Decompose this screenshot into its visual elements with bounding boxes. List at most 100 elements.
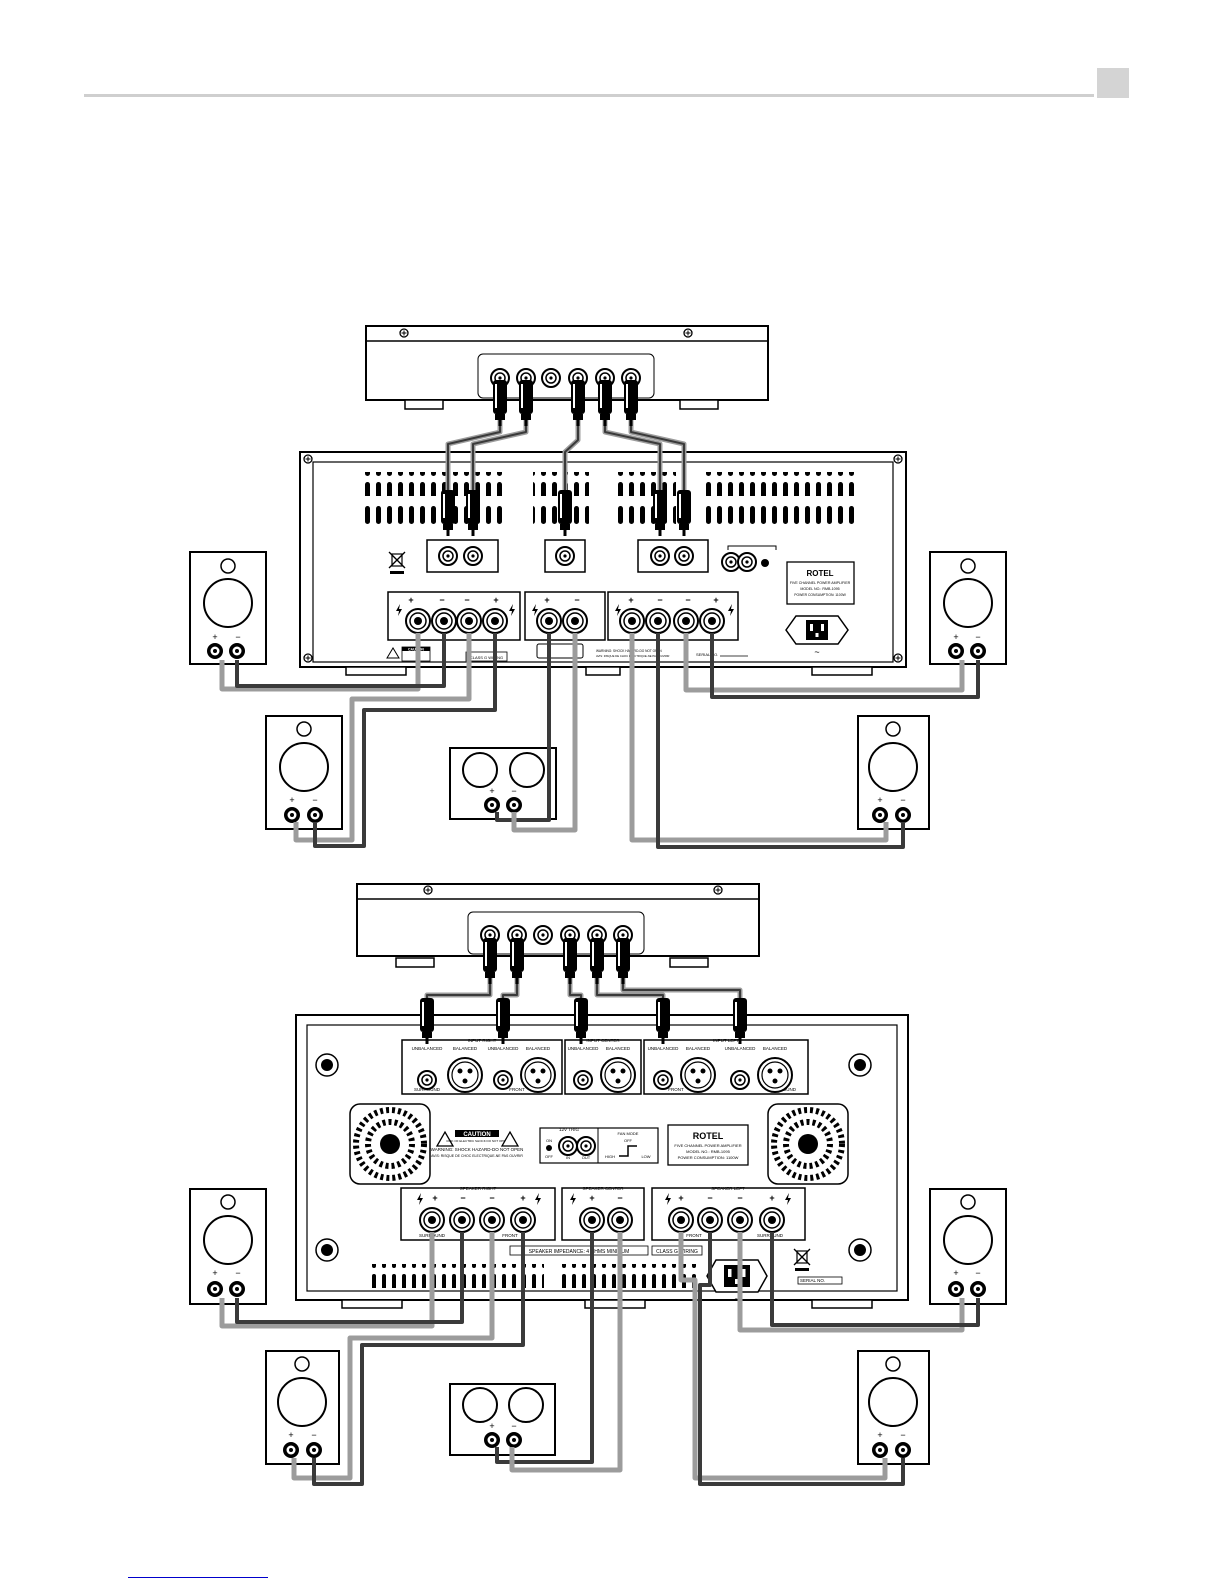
speaker-front-left: + − bbox=[929, 1188, 1007, 1305]
terminal-plus-label: + bbox=[589, 1193, 594, 1203]
class-g-label: CLASS G WIRING bbox=[656, 1249, 698, 1255]
terminal-plus-label: + bbox=[628, 595, 633, 605]
speaker-left-label: SPEAKER LEFT bbox=[711, 1186, 745, 1191]
input-center-label: INPUT CENTER bbox=[586, 1038, 620, 1043]
ac-power-inlet: ~ bbox=[706, 1259, 768, 1304]
speaker-surround-left: + − bbox=[857, 1350, 930, 1465]
speaker-surround-right: + − bbox=[265, 1350, 340, 1465]
terminal-minus-label: − bbox=[574, 595, 579, 605]
terminal-plus-label: + bbox=[769, 1193, 774, 1203]
front-label: FRONT bbox=[509, 1087, 525, 1092]
avis-text: AVIS: RISQUE DE CHOC ELECTRIQUE-NE PAS O… bbox=[431, 1154, 523, 1158]
fan-off-label: OFF bbox=[624, 1138, 633, 1143]
terminal-plus-label: + bbox=[408, 595, 413, 605]
speaker-front-right: + − bbox=[189, 551, 267, 665]
speaker-minus-label: − bbox=[975, 1268, 980, 1278]
terminal-plus-label: + bbox=[520, 1193, 525, 1203]
front-label: FRONT bbox=[668, 1087, 684, 1092]
balanced-label: BALANCED bbox=[526, 1046, 551, 1051]
speaker-minus-label: − bbox=[900, 1430, 905, 1440]
rating-label: ROTEL FIVE CHANNEL POWER AMPLIFIER MODEL… bbox=[786, 561, 855, 605]
model-no-text: MODEL NO.: RMB-1095 bbox=[686, 1149, 730, 1154]
speaker-right-label: SPEAKER RIGHT bbox=[460, 1186, 497, 1191]
terminal-plus-label: + bbox=[713, 595, 718, 605]
amplifier-unit: INPUT RIGHT INPUT CENTER INPUT LEFT UNBA… bbox=[295, 1014, 909, 1309]
brand-text: ROTEL bbox=[693, 1131, 724, 1141]
unbalanced-label: UNBALANCED bbox=[568, 1046, 600, 1051]
unbalanced-label: UNBALANCED bbox=[412, 1046, 444, 1051]
speaker-plus-label: + bbox=[877, 1430, 882, 1440]
speaker-minus-label: − bbox=[511, 786, 516, 796]
terminal-minus-label: − bbox=[489, 1193, 494, 1203]
front-label: FRONT bbox=[686, 1233, 702, 1238]
terminal-plus-label: + bbox=[493, 595, 498, 605]
ac-symbol: ~ bbox=[814, 647, 819, 657]
terminal-minus-label: − bbox=[460, 1193, 465, 1203]
speaker-minus-label: − bbox=[312, 795, 317, 805]
balanced-label: BALANCED bbox=[453, 1046, 478, 1051]
amplifier-unit: ROTEL FIVE CHANNEL POWER AMPLIFIER MODEL… bbox=[299, 451, 907, 676]
speaker-plus-label: + bbox=[489, 786, 494, 796]
serial-label: SERIAL NO. bbox=[696, 652, 718, 657]
terminal-minus-label: − bbox=[685, 595, 690, 605]
power-text: POWER CONSUMPTION: 1100W bbox=[794, 593, 846, 597]
trigger-fan-panel: 12V TRIG ON OFF IN OUT FAN MODE OFF HIGH… bbox=[539, 1127, 659, 1164]
speaker-cables bbox=[219, 1232, 980, 1486]
speaker-minus-label: − bbox=[311, 1430, 316, 1440]
speaker-cables bbox=[219, 633, 980, 849]
weee-bin-icon bbox=[388, 551, 406, 574]
footer-link-underline[interactable] bbox=[128, 1577, 268, 1578]
serial-label: SERIAL NO. bbox=[800, 1278, 825, 1283]
speaker-minus-label: − bbox=[900, 795, 905, 805]
terminal-minus-label: − bbox=[439, 595, 444, 605]
terminal-plus-label: + bbox=[432, 1193, 437, 1203]
speaker-minus-label: − bbox=[975, 632, 980, 642]
speaker-front-left: + − bbox=[929, 551, 1007, 665]
balanced-label: BALANCED bbox=[606, 1046, 631, 1051]
caution-label: CAUTION RISK OF ELECTRIC SHOCK DO NOT OP… bbox=[431, 1130, 524, 1158]
weee-bin-icon bbox=[793, 1248, 811, 1271]
cooling-fan-left bbox=[349, 1103, 431, 1185]
speaker-plus-label: + bbox=[289, 795, 294, 805]
off-label: OFF bbox=[545, 1154, 554, 1159]
terminal-minus-label: − bbox=[617, 1193, 622, 1203]
risk-text: RISK OF ELECTRIC SHOCK DO NOT OPEN bbox=[447, 1139, 508, 1143]
trig-label: 12V TRIG bbox=[559, 1127, 579, 1132]
page-header-rule bbox=[84, 94, 1094, 97]
terminal-minus-label: − bbox=[737, 1193, 742, 1203]
terminal-plus-label: + bbox=[544, 595, 549, 605]
speaker-plus-label: + bbox=[288, 1430, 293, 1440]
speaker-plus-label: + bbox=[953, 1268, 958, 1278]
speaker-surround-right: + − bbox=[265, 715, 343, 830]
input-left-label: INPUT LEFT bbox=[713, 1038, 739, 1043]
front-label: FRONT bbox=[502, 1233, 518, 1238]
caution-text: CAUTION bbox=[463, 1132, 490, 1138]
low-label: LOW bbox=[641, 1154, 650, 1159]
ac-symbol: ~ bbox=[734, 1294, 739, 1304]
in-label: IN bbox=[566, 1155, 570, 1160]
unbalanced-label: UNBALANCED bbox=[725, 1046, 757, 1051]
balanced-label: BALANCED bbox=[763, 1046, 788, 1051]
unbalanced-label: UNBALANCED bbox=[648, 1046, 680, 1051]
speaker-plus-label: + bbox=[212, 632, 217, 642]
unbalanced-label: UNBALANCED bbox=[488, 1046, 520, 1051]
speaker-minus-label: − bbox=[511, 1421, 516, 1431]
on-label: ON bbox=[546, 1138, 552, 1143]
class-g-label: CLASS G WIRING bbox=[470, 655, 503, 660]
terminal-plus-label: + bbox=[678, 1193, 683, 1203]
impedance-label: SPEAKER IMPEDANCE: 4 OHMS MINIMUM bbox=[529, 1249, 630, 1255]
speaker-plus-label: + bbox=[953, 632, 958, 642]
rating-label: ROTEL FIVE CHANNEL POWER AMPLIFIER MODEL… bbox=[667, 1124, 749, 1166]
speaker-front-right: + − bbox=[189, 1188, 267, 1305]
speaker-surround-left: + − bbox=[857, 715, 930, 830]
model-title-text: FIVE CHANNEL POWER AMPLIFIER bbox=[790, 581, 851, 585]
warning-text: WARNING: SHOCK HAZARD-DO NOT OPEN bbox=[431, 1147, 524, 1152]
speaker-minus-label: − bbox=[235, 1268, 240, 1278]
page-number-tab bbox=[1097, 68, 1129, 98]
input-right-label: INPUT RIGHT bbox=[468, 1038, 497, 1043]
balanced-label: BALANCED bbox=[686, 1046, 711, 1051]
speaker-plus-label: + bbox=[489, 1421, 494, 1431]
ac-power-inlet: ~ bbox=[785, 615, 849, 657]
speaker-center: + − bbox=[449, 1383, 556, 1456]
processor-unit bbox=[365, 325, 769, 410]
